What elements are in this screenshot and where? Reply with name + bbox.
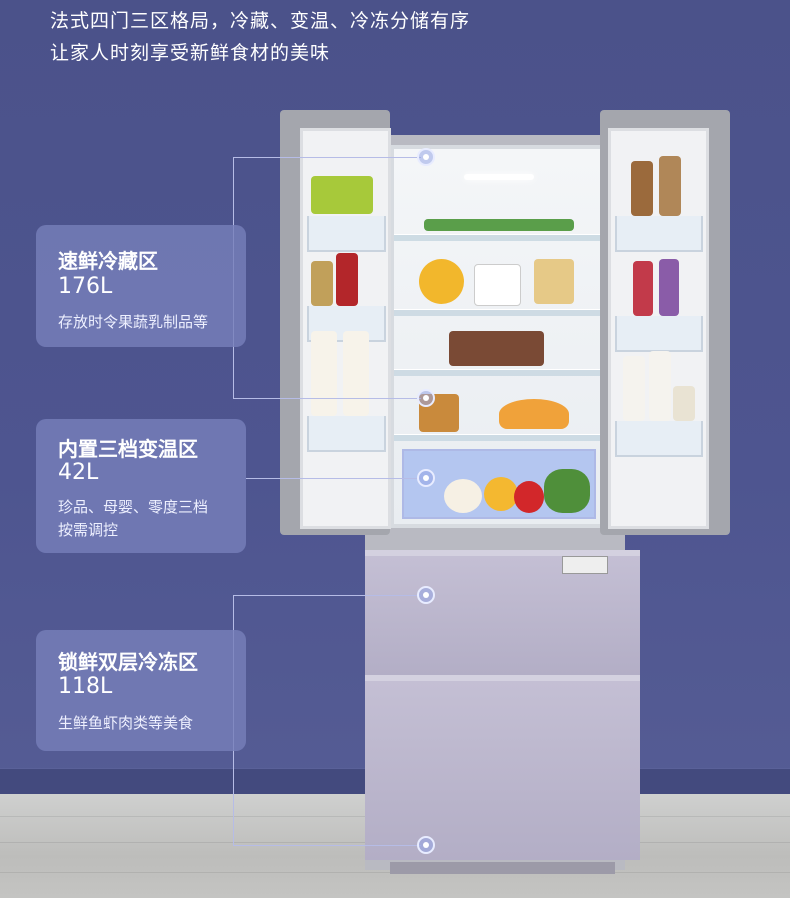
control-panel: [562, 556, 608, 574]
zone-volume: 118L: [58, 674, 113, 699]
jar: [311, 261, 333, 306]
hotspot-dot: [417, 148, 435, 166]
zone-desc: 珍品、母婴、零度三档 按需调控: [58, 496, 208, 542]
leader-line: [246, 478, 421, 479]
fridge-interior: [390, 145, 608, 528]
door-shelf: [307, 216, 386, 252]
food-container: [474, 264, 521, 306]
glass-shelf: [394, 434, 604, 441]
headline-line-1: 法式四门三区格局，冷藏、变温、冷冻分储有序: [50, 10, 471, 32]
door-shelf: [615, 216, 703, 252]
glass-shelf: [394, 369, 604, 376]
milk-bottle: [343, 331, 369, 416]
zone-desc: 存放时令果蔬乳制品等: [58, 311, 208, 334]
greens-tray: [424, 219, 574, 231]
yellow-pepper: [484, 477, 518, 511]
milk-bottle: [311, 331, 337, 416]
freezer-drawer-lower: [365, 675, 640, 860]
cake: [449, 331, 544, 366]
hotspot-dot: [417, 469, 435, 487]
zone-desc: 生鲜鱼虾肉类等美食: [58, 712, 193, 735]
door-shelf: [307, 416, 386, 452]
right-door: [600, 110, 730, 535]
zone-name: 速鲜冷藏区: [58, 249, 158, 273]
glass-shelf: [394, 234, 604, 241]
fridge-base: [390, 862, 615, 874]
vegetables: [544, 469, 590, 513]
zone-desc-line: 生鲜鱼虾肉类等美食: [58, 714, 194, 732]
jar: [673, 386, 695, 421]
door-shelf: [615, 316, 703, 352]
drink-box: [311, 176, 373, 214]
bottle: [659, 259, 679, 316]
hotspot-dot: [417, 586, 435, 604]
variable-temp-drawer: [402, 449, 596, 519]
zone-volume: 42L: [58, 460, 99, 485]
bottle: [659, 156, 681, 216]
zone-name: 锁鲜双层冷冻区: [58, 650, 198, 674]
zone-desc-line: 存放时令果蔬乳制品等: [58, 313, 209, 331]
zone-volume: 176L: [58, 274, 113, 299]
bottle: [623, 356, 645, 421]
zone-card-freezer: 锁鲜双层冷冻区 118L 生鲜鱼虾肉类等美食: [36, 630, 246, 751]
bottle: [631, 161, 653, 216]
left-door: [280, 110, 391, 535]
interior-light: [464, 174, 534, 180]
glass-shelf: [394, 309, 604, 316]
hotspot-dot: [417, 389, 435, 407]
jar: [336, 253, 358, 306]
leader-line: [233, 157, 421, 158]
zone-desc-line: 按需调控: [58, 521, 119, 539]
bottle: [649, 351, 671, 421]
zone-name: 内置三档变温区: [58, 437, 198, 461]
zone-card-variable: 内置三档变温区 42L 珍品、母婴、零度三档 按需调控: [36, 419, 246, 553]
leader-line: [233, 845, 421, 846]
bottle: [633, 261, 653, 316]
nuts-jar: [534, 259, 574, 304]
leader-line: [233, 595, 421, 596]
leader-line: [233, 398, 421, 399]
melon: [499, 399, 569, 429]
zone-card-fresh: 速鲜冷藏区 176L 存放时令果蔬乳制品等: [36, 225, 246, 347]
garlic: [444, 479, 482, 513]
hotspot-dot: [417, 836, 435, 854]
fridge-illustration: [280, 110, 730, 890]
headline-line-2: 让家人时刻享受新鲜食材的美味: [50, 42, 331, 64]
oranges: [419, 259, 464, 304]
door-shelf: [615, 421, 703, 457]
zone-desc-line: 珍品、母婴、零度三档: [58, 498, 209, 516]
red-pepper: [514, 481, 544, 513]
